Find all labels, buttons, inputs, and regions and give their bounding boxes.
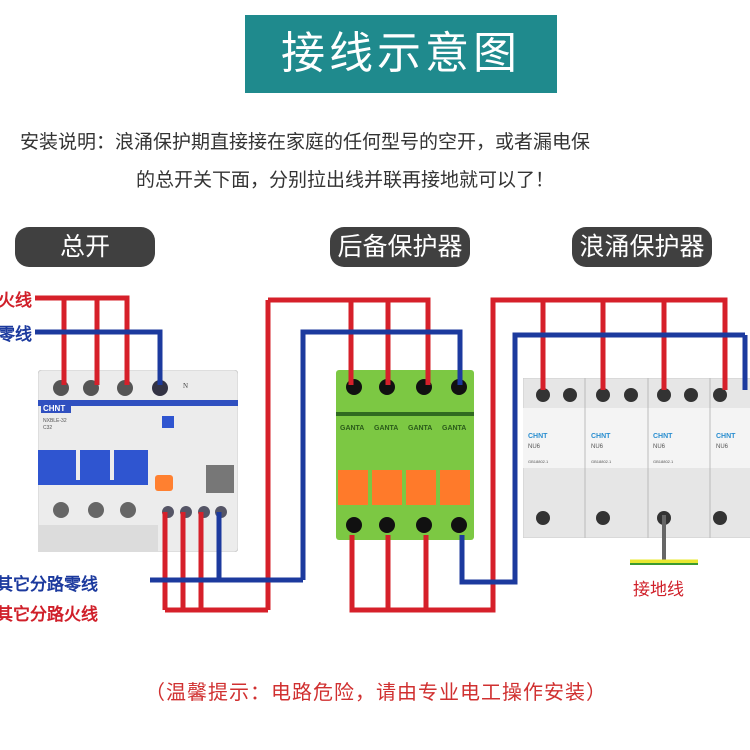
backup-protector: GANTA GANTA GANTA GANTA xyxy=(336,370,474,540)
section-label-surge-protector: 浪涌保护器 xyxy=(572,227,712,267)
surge-model-1: NU6 xyxy=(528,444,541,450)
backup-brand-4: GANTA xyxy=(442,425,466,432)
neutral-wire-label: 零线 xyxy=(0,325,32,345)
main-breaker: CHNT NXBLE-32 C32 N xyxy=(37,369,239,553)
main-breaker-model: NXBLE-32 xyxy=(43,418,67,424)
branch-neutral-label: 其它分路零线 xyxy=(0,575,98,595)
safety-warning: （温馨提示：电路危险，请由专业电工操作安装） xyxy=(145,680,607,704)
section-label-main-switch: 总开 xyxy=(15,227,155,267)
main-breaker-rating: C32 xyxy=(43,425,52,431)
backup-brand-3: GANTA xyxy=(408,425,432,432)
main-breaker-brand: CHNT xyxy=(43,404,65,413)
surge-standard-2: GB18802.1 xyxy=(591,459,612,464)
install-description-line1: 安装说明：浪涌保护期直接接在家庭的任何型号的空开，或者漏电保 xyxy=(20,131,591,153)
surge-model-4: NU6 xyxy=(716,444,729,450)
ground-wire-label: 接地线 xyxy=(633,580,684,600)
section-label-backup-protector: 后备保护器 xyxy=(330,227,470,267)
neutral-wires xyxy=(35,329,748,585)
neutral-mark: N xyxy=(183,382,188,390)
install-description-line2: 的总开关下面，分别拉出线并联再接地就可以了！ xyxy=(135,169,554,191)
backup-brand-2: GANTA xyxy=(374,425,398,432)
surge-brand-4: CHNT xyxy=(716,433,736,440)
page-title: 接线示意图 xyxy=(245,15,557,93)
surge-brand-3: CHNT xyxy=(653,433,673,440)
surge-protector: CHNT CHNT CHNT CHNT NU6 NU6 NU6 NU6 GB18… xyxy=(522,377,750,539)
surge-brand-2: CHNT xyxy=(591,433,611,440)
surge-model-3: NU6 xyxy=(653,444,666,450)
surge-brand-1: CHNT xyxy=(528,433,548,440)
branch-live-label: 其它分路火线 xyxy=(0,605,98,625)
surge-standard-3: GB18802.1 xyxy=(653,459,674,464)
live-wire-label: 火线 xyxy=(0,291,32,311)
surge-standard-1: GB18802.1 xyxy=(528,459,549,464)
live-wires xyxy=(35,295,728,613)
surge-model-2: NU6 xyxy=(591,444,604,450)
backup-brand-1: GANTA xyxy=(340,425,364,432)
